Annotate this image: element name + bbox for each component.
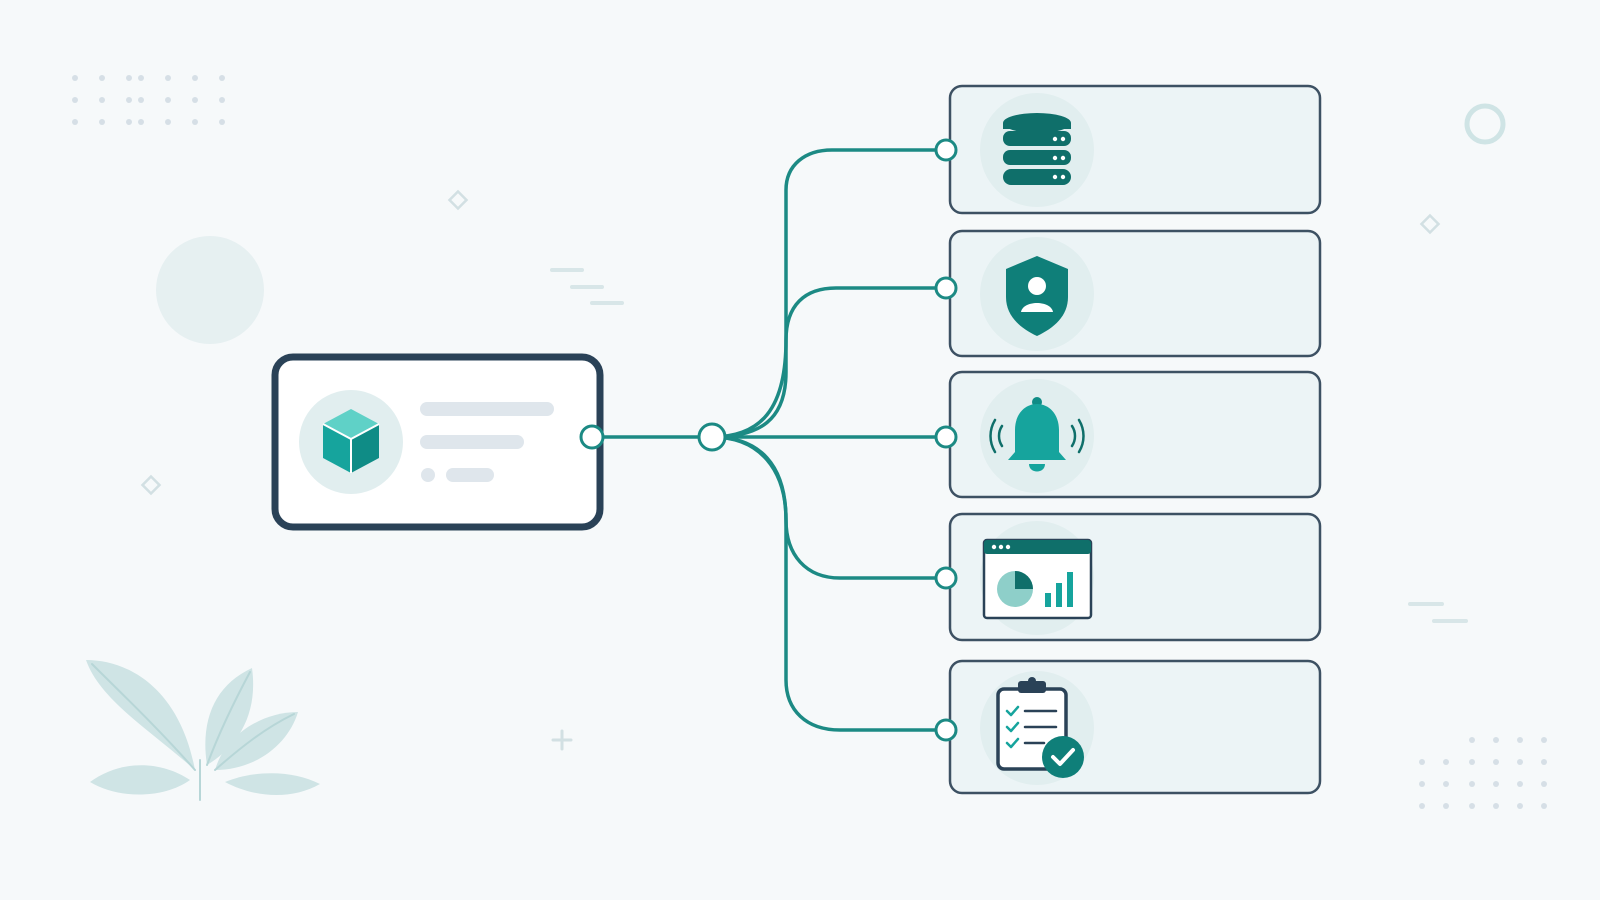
- background-decor: [72, 75, 1547, 809]
- decor-diamond: [1419, 213, 1441, 235]
- decor-plus: [551, 729, 573, 751]
- dashboard-chart-icon: [982, 538, 1093, 620]
- branch-port-2[interactable]: [934, 276, 958, 300]
- decor-diamond: [140, 474, 162, 496]
- branch-port-5[interactable]: [934, 718, 958, 742]
- dot-grid-bottom-right: [1419, 737, 1547, 809]
- connector-hub-to-branch-5: [710, 435, 948, 732]
- branch-card-analytics[interactable]: [948, 512, 1322, 642]
- text-placeholder-line-3: [446, 468, 494, 482]
- dot-grid-top-left: [72, 75, 225, 125]
- decor-circle-large: [156, 236, 264, 344]
- text-placeholder-line-1: [420, 402, 554, 416]
- shield-user-icon: [1006, 256, 1068, 336]
- branch-card-security[interactable]: [948, 229, 1322, 358]
- decor-ring: [1464, 103, 1506, 145]
- text-placeholder-dot: [421, 468, 435, 482]
- connection-ports: [579, 138, 958, 742]
- source-output-port[interactable]: [579, 424, 605, 450]
- connector-hub-to-branch-2: [710, 286, 948, 439]
- connector-hub-to-branch-1: [710, 148, 948, 439]
- leaf-decoration: [86, 660, 320, 801]
- branch-card-notifications[interactable]: [948, 370, 1322, 499]
- source-node-card[interactable]: [271, 353, 604, 531]
- database-icon: [1003, 113, 1071, 185]
- cube-icon: [322, 409, 380, 473]
- connector-hub-to-branch-4: [710, 435, 948, 580]
- branch-port-1[interactable]: [934, 138, 958, 162]
- branch-port-3[interactable]: [934, 425, 958, 449]
- hub-node[interactable]: [697, 422, 727, 452]
- text-placeholder-line-2: [420, 435, 524, 449]
- branch-port-4[interactable]: [934, 566, 958, 590]
- bell-ringing-icon: [989, 397, 1085, 472]
- branch-card-database[interactable]: [948, 84, 1322, 215]
- connector-lines: [590, 148, 948, 732]
- decor-dashes: [550, 268, 1468, 623]
- clipboard-check-icon: [996, 677, 1084, 778]
- decor-diamond: [447, 189, 469, 211]
- branch-card-tasks[interactable]: [948, 659, 1322, 795]
